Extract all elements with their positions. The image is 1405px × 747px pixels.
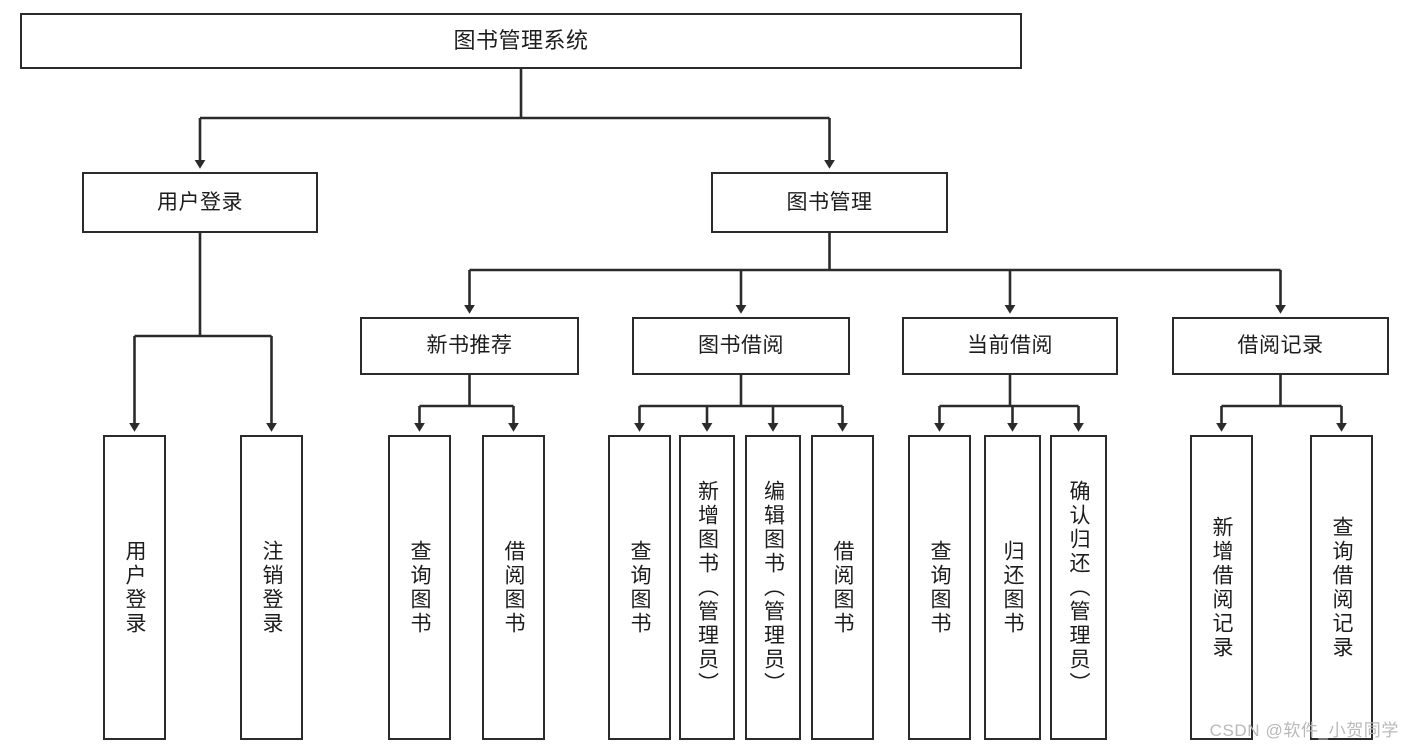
node-new-book-recommend-label: 新书推荐 (426, 334, 513, 358)
node-book-borrow[interactable]: 图书借阅 (632, 317, 850, 375)
leaf-add-borrow-record[interactable]: 新增借阅记录 (1190, 435, 1253, 740)
leaf-add-book-admin-label: 新增图书（管理员） (695, 479, 719, 696)
node-borrow-records[interactable]: 借阅记录 (1172, 317, 1389, 375)
leaf-confirm-return-admin[interactable]: 确认归还（管理员） (1050, 435, 1107, 740)
leaf-search-book-recommend-label: 查询图书 (408, 539, 431, 636)
leaf-search-book-borrow[interactable]: 查询图书 (608, 435, 671, 740)
leaf-return-book[interactable]: 归还图书 (984, 435, 1041, 740)
leaf-edit-book-admin-label: 编辑图书（管理员） (761, 479, 785, 696)
leaf-search-book-borrow-label: 查询图书 (628, 539, 651, 636)
leaf-user-login[interactable]: 用户登录 (103, 435, 166, 740)
leaf-borrow-book-recommend-label: 借阅图书 (502, 539, 525, 636)
node-borrow-records-label: 借阅记录 (1237, 334, 1324, 358)
node-book-management-label: 图书管理 (786, 190, 873, 214)
node-new-book-recommend[interactable]: 新书推荐 (360, 317, 579, 375)
node-user-login-label: 用户登录 (157, 190, 243, 214)
node-book-borrow-label: 图书借阅 (698, 334, 784, 358)
leaf-add-book-admin[interactable]: 新增图书（管理员） (679, 435, 735, 740)
node-root[interactable]: 图书管理系统 (20, 13, 1022, 69)
leaf-borrow-book-recommend[interactable]: 借阅图书 (482, 435, 545, 740)
leaf-edit-book-admin[interactable]: 编辑图书（管理员） (745, 435, 801, 740)
leaf-confirm-return-admin-label: 确认归还（管理员） (1067, 479, 1090, 696)
leaf-search-book-current[interactable]: 查询图书 (908, 435, 971, 740)
leaf-search-borrow-record-label: 查询借阅记录 (1330, 515, 1353, 660)
leaf-search-book-current-label: 查询图书 (928, 539, 951, 636)
leaf-search-borrow-record[interactable]: 查询借阅记录 (1310, 435, 1373, 740)
node-root-label: 图书管理系统 (453, 27, 589, 53)
leaf-logout-label: 注销登录 (260, 539, 283, 636)
leaf-add-borrow-record-label: 新增借阅记录 (1210, 515, 1233, 660)
node-user-login[interactable]: 用户登录 (82, 172, 318, 233)
leaf-user-login-label: 用户登录 (123, 539, 146, 636)
leaf-search-book-recommend[interactable]: 查询图书 (388, 435, 451, 740)
node-current-borrow[interactable]: 当前借阅 (902, 317, 1118, 375)
leaf-borrow-book-label: 借阅图书 (831, 539, 854, 636)
leaf-return-book-label: 归还图书 (1001, 539, 1024, 636)
leaf-logout[interactable]: 注销登录 (240, 435, 303, 740)
leaf-borrow-book[interactable]: 借阅图书 (811, 435, 874, 740)
node-book-management[interactable]: 图书管理 (711, 172, 948, 233)
node-current-borrow-label: 当前借阅 (967, 334, 1053, 358)
